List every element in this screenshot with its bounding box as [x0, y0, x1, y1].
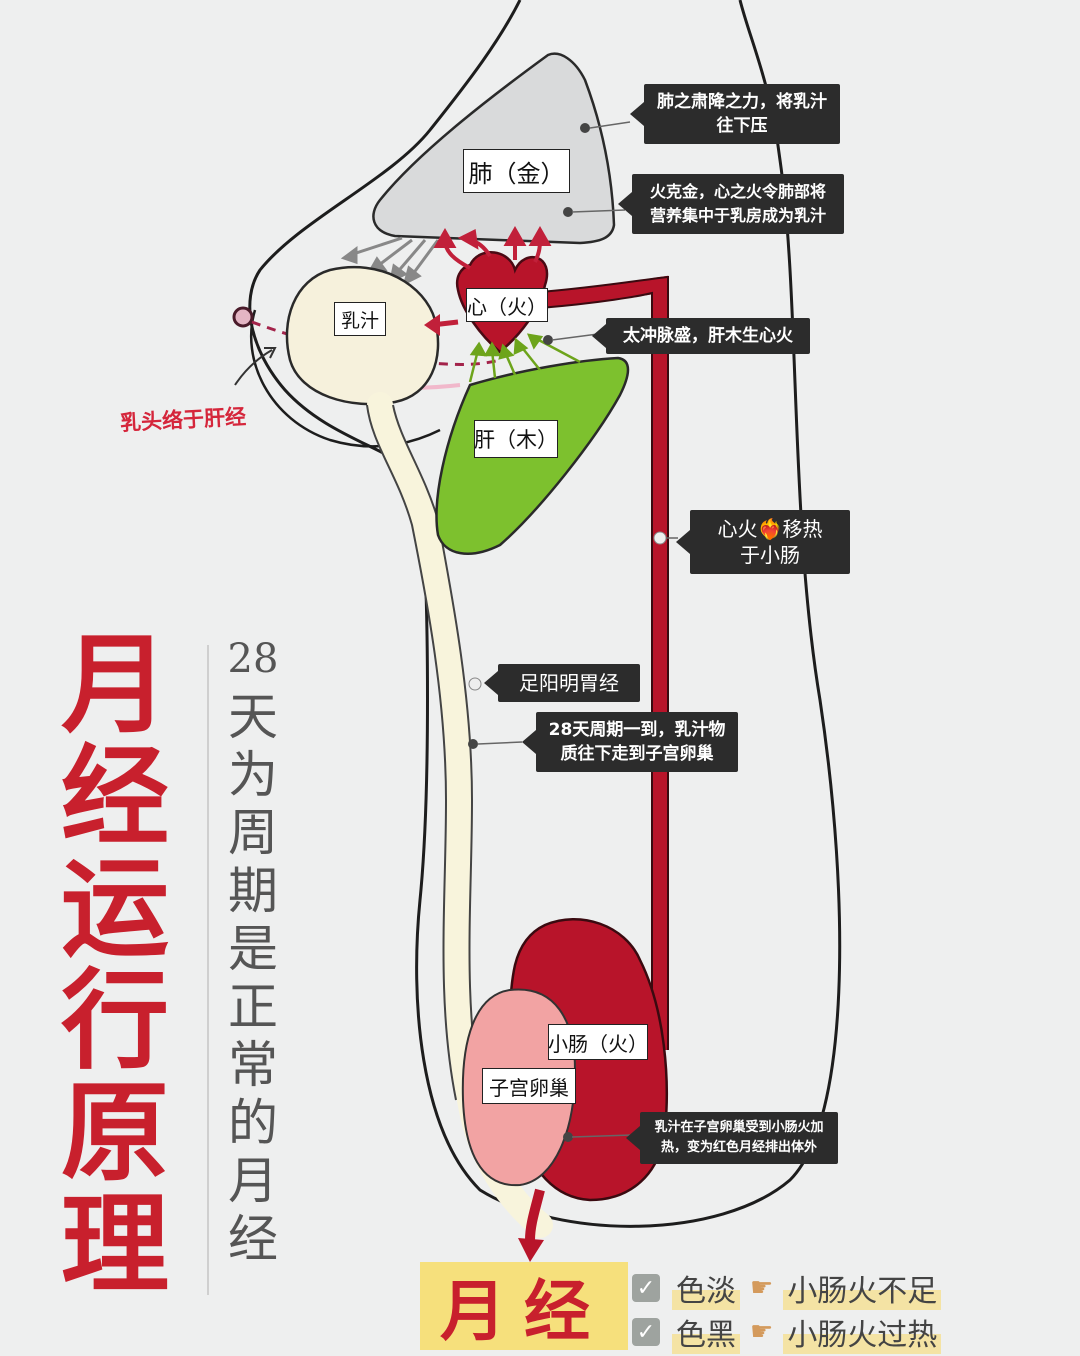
subtitle-char: 期 [228, 862, 278, 920]
subtitle-char: 天 [228, 688, 278, 746]
divider-line [207, 645, 209, 1295]
subtitle-char: 是 [228, 920, 278, 978]
callout-heart-fire: 心火❤️‍🔥移热 于小肠 [676, 510, 850, 574]
callout-taichong-text: 太冲脉盛，肝木生心火 [623, 326, 793, 346]
callout-heating-line2: 热，变为红色月经排出体外 [660, 1140, 817, 1155]
nipple-arrow-head [264, 347, 277, 359]
heart-label: 心（火） [466, 288, 548, 322]
callout-heating: 乳汁在子宫卵巢受到小肠火加 热，变为红色月经排出体外 [626, 1112, 838, 1164]
subtitle-char: 为 [228, 746, 278, 804]
small-intestine-label: 小肠（火） [548, 1024, 648, 1060]
callout-leaders [477, 121, 678, 1138]
liver-to-heart-arrows [468, 333, 581, 383]
callout-fire-metal-line1: 火克金，心之火令肺部将 [649, 182, 826, 201]
milk-pathway-outline-left [366, 404, 457, 1101]
callout-cycle: 28天周期一到，乳汁物 质往下走到子宫卵巢 [522, 712, 738, 772]
callout-taichong: 太冲脉盛，肝木生心火 [592, 318, 810, 354]
callout-heart-fire-line1: 心火❤️‍🔥移热 [717, 517, 823, 541]
callout-fire-metal: 火克金，心之火令肺部将 营养集中于乳房成为乳汁 [618, 174, 844, 234]
title-char: 运 [60, 847, 169, 972]
vessel-outline-a [539, 275, 669, 1050]
callout-dots [468, 123, 667, 1142]
page-title: 月 经 运 行 原 理 [55, 630, 175, 1302]
callout-heating-line1: 乳汁在子宫卵巢受到小肠火加 [654, 1120, 824, 1135]
nipple-arrow-icon [234, 349, 273, 386]
callout-heart-fire-line2: 于小肠 [740, 543, 800, 567]
breast-outline [250, 309, 441, 448]
vessel-outline-b [539, 291, 653, 1050]
lung-label: 肺（金） [463, 149, 570, 193]
pointing-hand-icon: ☛ [750, 1273, 774, 1303]
uterus-ovary-label: 子宫卵巢 [482, 1068, 576, 1104]
heart-to-lung-arrows [433, 225, 552, 270]
callout-lung-descend: 肺之肃降之力，将乳汁 往下压 [630, 84, 840, 144]
callout-lung-descend-line2: 往下压 [716, 116, 768, 136]
note-pale-left: 色淡 [672, 1266, 740, 1310]
lung-shape [372, 52, 616, 245]
milk-label: 乳汁 [334, 302, 386, 336]
subtitle-char: 经 [228, 1210, 278, 1268]
callout-cycle-line2: 质往下走到子宫卵巢 [560, 744, 714, 764]
callout-fire-metal-line2: 营养集中于乳房成为乳汁 [649, 206, 826, 225]
title-char: 理 [60, 1183, 169, 1308]
subtitle-char: 正 [228, 978, 278, 1036]
callout-stomach-meridian: 足阳明胃经 [484, 664, 640, 702]
checkbox-icon: ✓ [632, 1274, 660, 1302]
callout-lung-descend-line1: 肺之肃降之力，将乳汁 [657, 92, 827, 112]
heart-to-milk-arrow [424, 314, 459, 336]
title-char: 原 [60, 1071, 169, 1196]
title-char: 月 [60, 623, 169, 748]
milk-pathway-outline-right [392, 404, 483, 1101]
callout-cycle-line1: 28天周期一到，乳汁物 [548, 720, 726, 740]
subtitle-char: 月 [228, 1152, 278, 1210]
lung-pressure-arrows [340, 236, 440, 286]
pointing-hand-icon: ☛ [750, 1317, 774, 1347]
heart-small-intestine-vessel [539, 275, 668, 1050]
subtitle-char: 的 [228, 1094, 278, 1152]
subtitle-char: 常 [228, 1036, 278, 1094]
menstruation-exit-arrow [518, 1188, 545, 1262]
callout-stomach-meridian-text: 足阳明胃经 [519, 671, 619, 695]
liver-label: 肝（木） [474, 420, 558, 458]
checkbox-icon: ✓ [632, 1318, 660, 1346]
menstruation-label: 月经 [420, 1262, 628, 1350]
subtitle: 28 天 为 周 期 是 正 常 的 月 经 [218, 630, 288, 1268]
title-char: 经 [60, 735, 169, 860]
note-dark-right: 小肠火过热 [783, 1310, 942, 1354]
note-pale-right: 小肠火不足 [783, 1266, 942, 1310]
subtitle-char: 周 [228, 804, 278, 862]
title-char: 行 [60, 959, 169, 1084]
note-row-dark: ✓ 色黑 ☛ 小肠火过热 [632, 1310, 942, 1354]
subtitle-char: 28 [227, 636, 279, 682]
note-dark-left: 色黑 [672, 1310, 740, 1354]
note-row-pale: ✓ 色淡 ☛ 小肠火不足 [632, 1266, 942, 1310]
nipple [232, 306, 254, 328]
